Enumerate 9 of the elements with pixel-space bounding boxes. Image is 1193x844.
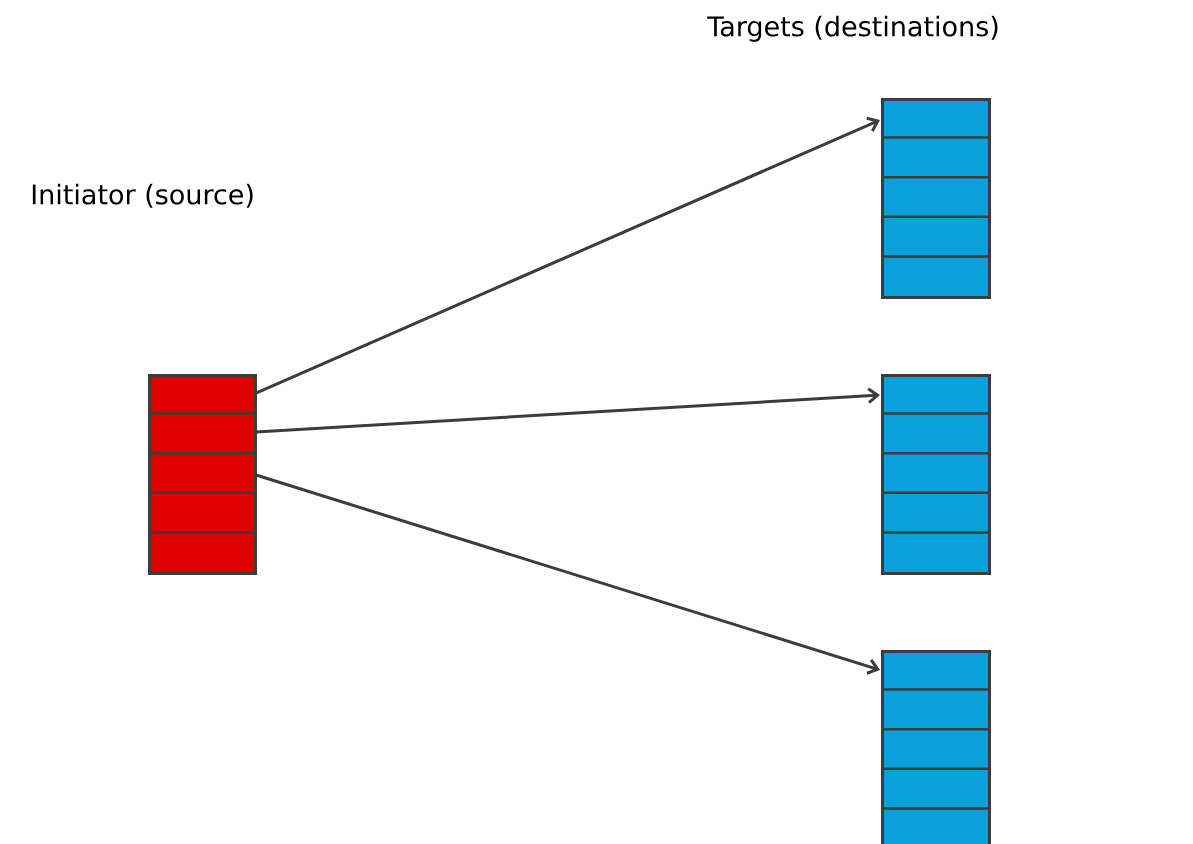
arrow	[255, 116, 880, 395]
group-heading: Initiator (source)	[32, 183, 253, 208]
queue-stack	[148, 374, 257, 575]
queue-stack	[881, 650, 991, 844]
arrow	[255, 473, 880, 675]
queue-stack	[881, 98, 991, 299]
arrow	[255, 387, 880, 434]
group-heading: Targets (destinations)	[707, 15, 998, 42]
queue-stack	[881, 374, 991, 575]
